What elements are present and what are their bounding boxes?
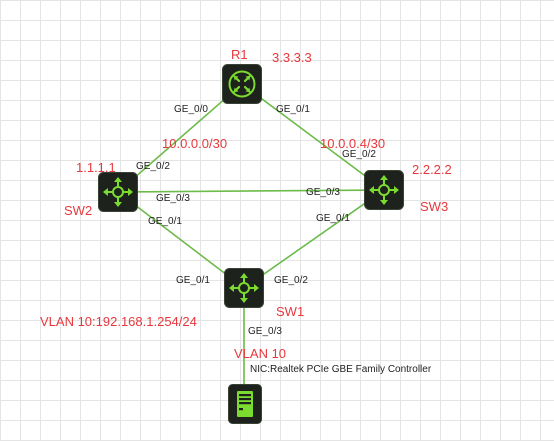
link-sw2-sw1[interactable] [117,191,245,289]
sw3-router-id: 2.2.2.2 [412,162,452,177]
port-r1-ge00: GE_0/0 [174,104,208,115]
switch-sw2[interactable] [98,172,138,212]
port-sw2-ge02: GE_0/2 [136,161,170,172]
port-sw2-ge03: GE_0/3 [156,193,190,204]
port-sw2-ge01: GE_0/1 [148,216,182,227]
sw2-name: SW2 [64,203,93,218]
switch-icon [364,170,404,210]
port-sw3-ge01: GE_0/1 [316,213,350,224]
link-r1-sw2[interactable] [117,83,243,193]
sw1-vlan-interface: VLAN 10:192.168.1.254/24 [40,314,197,329]
link-r1-sw3[interactable] [241,83,385,191]
r1-name: R1 [231,47,248,62]
port-sw1-ge02: GE_0/2 [274,275,308,286]
port-sw1-ge01: GE_0/1 [176,275,210,286]
port-sw3-ge02: GE_0/2 [342,149,376,160]
link-sw3-sw1[interactable] [243,189,385,289]
sw1-name: SW1 [276,304,305,319]
subnet-r1-sw2: 10.0.0.0/30 [162,136,228,151]
pc-vlan: VLAN 10 [234,346,287,361]
port-sw1-ge03: GE_0/3 [248,326,282,337]
host-pc[interactable] [228,384,262,424]
r1-router-id: 3.3.3.3 [272,50,312,65]
subnet-r1-sw3: 10.0.0.4/30 [320,136,386,151]
switch-icon [98,172,138,212]
router-icon [222,64,262,104]
sw2-router-id: 1.1.1.1 [76,160,116,175]
sw3-name: SW3 [420,199,449,214]
server-icon [228,384,262,424]
switch-icon [224,268,264,308]
link-sw2-sw3[interactable] [117,189,385,193]
switch-sw1[interactable] [224,268,264,308]
pc-nic-label: NIC:Realtek PCIe GBE Family Controller [250,364,432,375]
port-r1-ge01: GE_0/1 [276,104,310,115]
router-r1[interactable] [222,64,262,104]
switch-sw3[interactable] [364,170,404,210]
port-sw3-ge03: GE_0/3 [306,187,340,198]
